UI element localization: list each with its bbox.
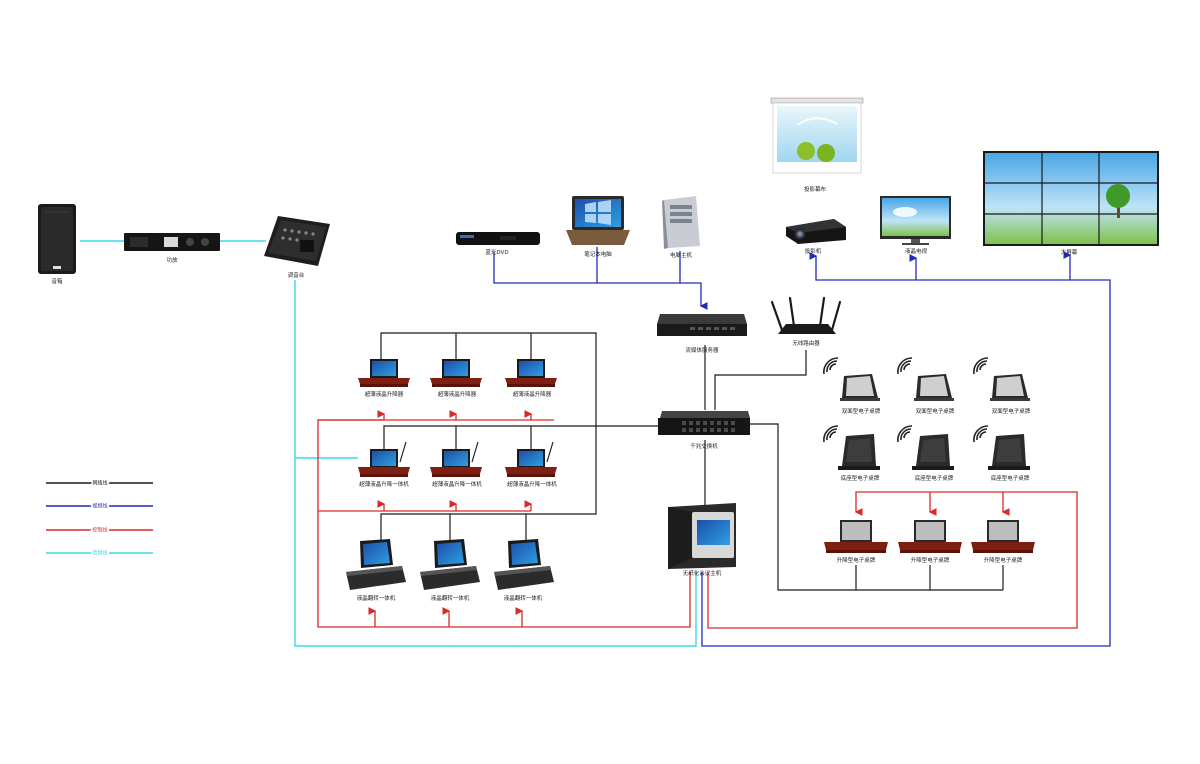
lifter-a-3-label: 超薄液晶升降器 [513,390,552,398]
speaker-icon [38,204,76,274]
table-b-1-label: 底座型电子桌牌 [841,474,880,482]
network-lines [380,332,1004,591]
table-a-3-icon [973,357,1030,401]
lifter-b-1-icon [358,441,410,477]
audio-lines [80,240,697,647]
table-b-3-icon [973,425,1030,470]
host-icon [668,503,736,569]
lifter-a-3-icon [505,359,557,387]
legend-network-label: 网络线 [92,480,107,487]
projector-label: 投影机 [805,247,822,255]
pc-label: 电脑主机 [670,251,693,259]
speaker-label: 音箱 [51,277,63,285]
flip-1-label: 液晶翻转一体机 [357,594,396,602]
legend-control-label: 控制线 [92,527,107,534]
lifter-a-2-icon [430,359,482,387]
flip-3-icon [494,539,554,590]
table-a-1-icon [823,357,880,401]
amplifier-icon [124,233,220,251]
legend-video-label: 视频线 [92,503,107,510]
table-b-3-label: 底座型电子桌牌 [991,474,1030,482]
media-server-label: 流媒体服务器 [685,346,719,354]
legend: 网络线 视频线 控制线 音频线 [46,478,153,558]
lifter-row-a [358,359,557,387]
table-sign-row-a [823,357,1030,401]
lifter-b-3-label: 超薄液晶升降一体机 [507,480,557,488]
screen-label: 投影幕布 [804,185,827,193]
table-a-3-label: 双面型电子桌牌 [992,407,1031,415]
switch-icon [658,411,750,435]
lifter-b-1-label: 超薄液晶升降一体机 [359,480,409,488]
bluray-icon [456,232,540,245]
table-c-1-label: 升降型电子桌牌 [837,556,876,564]
table-a-1-label: 双面型电子桌牌 [842,407,881,415]
table-c-1-icon [824,520,888,553]
lifter-a-2-label: 超薄液晶升降器 [438,390,477,398]
host-label: 无纸化会议主机 [683,569,722,577]
table-c-2-icon [898,520,962,553]
media-server-icon [657,314,747,336]
laptop-label: 笔记本电脑 [584,250,612,258]
lifter-b-2-label: 超薄液晶升降一体机 [432,480,482,488]
bluray-label: 蓝光DVD [485,248,508,256]
table-b-2-icon [897,425,954,470]
table-a-2-label: 双面型电子桌牌 [916,407,955,415]
lifter-b-2-icon [430,441,482,477]
flip-2-icon [420,539,480,590]
table-sign-row-b [823,425,1030,470]
flip-2-label: 液晶翻转一体机 [431,594,470,602]
lifter-b-3-icon [505,441,557,477]
table-b-2-label: 底座型电子桌牌 [915,474,954,482]
flip-3-label: 液晶翻转一体机 [504,594,543,602]
projector-icon [786,219,846,244]
table-sign-row-c [824,520,1035,553]
switch-label: 千兆交换机 [690,442,718,450]
videowall-icon [983,151,1159,246]
router-label: 无线路由器 [792,339,820,347]
table-a-2-icon [897,357,954,401]
table-b-1-icon [823,425,880,470]
mixer-icon [264,216,330,266]
pc-icon [662,196,700,249]
laptop-icon [566,196,630,245]
amplifier-label: 功放 [166,256,178,264]
flip-row [346,539,554,590]
table-c-3-label: 升降型电子桌牌 [984,556,1023,564]
mixer-label: 调音台 [288,271,305,279]
table-c-3-icon [971,520,1035,553]
lifter-a-1-icon [358,359,410,387]
lifter-row-b [358,441,557,477]
router-icon [770,296,842,334]
lifter-a-1-label: 超薄液晶升降器 [365,390,404,398]
flip-1-icon [346,539,406,590]
projection-screen-icon [770,97,864,174]
tv-label: 液晶电视 [905,247,928,255]
tv-icon [880,196,951,245]
videowall-label: 大屏幕 [1061,248,1078,256]
video-lines [493,247,1111,647]
table-c-2-label: 升降型电子桌牌 [911,556,950,564]
control-lines [317,410,1078,629]
legend-audio-label: 音频线 [92,550,107,557]
